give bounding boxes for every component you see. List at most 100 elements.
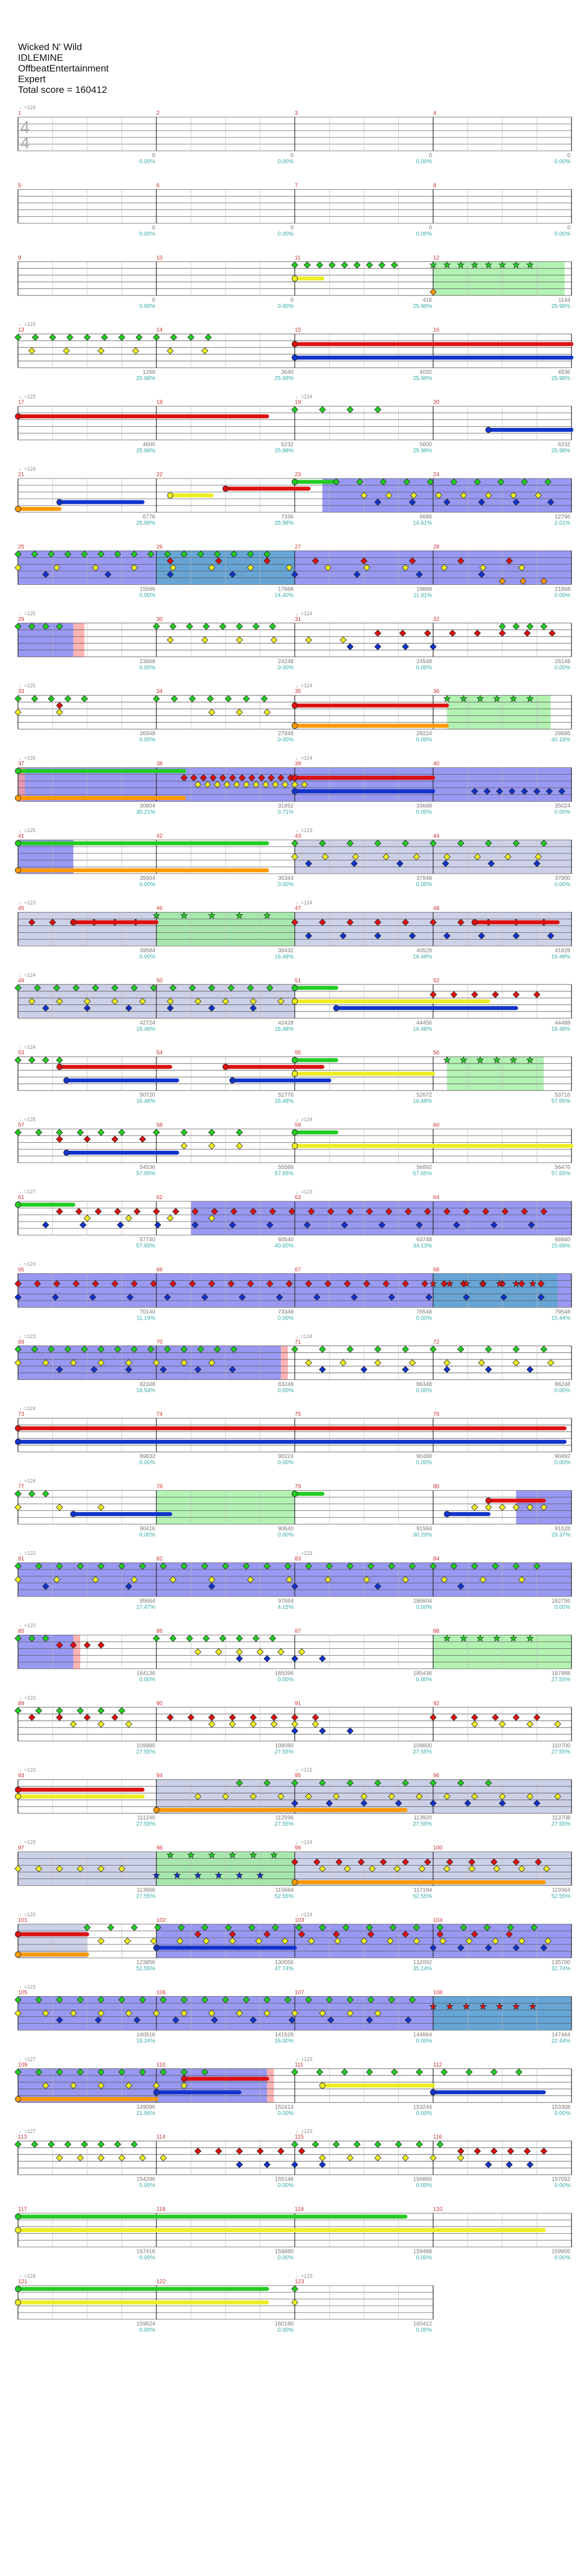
note	[97, 2140, 105, 2148]
measure-percent: 0.00%	[140, 592, 155, 598]
note	[104, 571, 112, 578]
note	[526, 623, 534, 630]
note	[374, 629, 381, 637]
measure-score: 97664	[278, 1598, 294, 1604]
note	[111, 1135, 119, 1143]
measure-number: 90	[156, 1701, 163, 1707]
note-head	[70, 1511, 76, 1518]
note	[298, 2147, 305, 2155]
measure-score: 56892	[416, 1165, 432, 1171]
measure-number: 58	[156, 1122, 163, 1129]
measure-score: 0	[567, 225, 570, 231]
note	[291, 1858, 299, 1866]
note	[219, 774, 227, 781]
note	[125, 1359, 133, 1367]
note	[160, 1562, 167, 1570]
measure-number: 88	[433, 1628, 440, 1634]
note	[91, 1366, 98, 1374]
note	[215, 2147, 222, 2155]
note	[201, 1924, 209, 1931]
note	[534, 491, 542, 499]
note	[160, 2068, 167, 2076]
measure-percent: 0.00%	[140, 2327, 155, 2333]
note	[164, 551, 171, 558]
measure-number: 100	[433, 1845, 443, 1852]
tempo-marker: ♩=124	[296, 683, 312, 688]
note	[114, 551, 122, 558]
note	[32, 333, 39, 341]
note-head	[222, 1063, 229, 1070]
measure-number: 8	[433, 182, 436, 189]
note	[164, 1294, 171, 1301]
measure-percent: 0.00%	[278, 737, 294, 743]
note	[506, 557, 513, 565]
measure-percent: 0.00%	[416, 2327, 432, 2333]
note	[471, 1714, 479, 1721]
star-note	[460, 1634, 467, 1642]
note	[540, 623, 548, 630]
staff-row	[15, 1924, 572, 1958]
measure-percent: 25.98%	[413, 448, 432, 454]
note	[166, 998, 174, 1005]
measure-percent: 0.00%	[278, 2255, 294, 2261]
star-note	[512, 2002, 520, 2010]
measure-score: 90416	[140, 1526, 155, 1532]
note	[224, 1924, 232, 1931]
note	[35, 1562, 43, 1570]
measure-number: 14	[156, 327, 163, 333]
note	[201, 636, 209, 644]
note	[512, 1562, 520, 1570]
note	[402, 1779, 410, 1787]
note	[374, 1359, 381, 1367]
measure-score: 147464	[552, 2032, 571, 2038]
measure-percent: 0.00%	[416, 882, 432, 888]
note	[450, 991, 458, 999]
tempo-marker: ♩=123	[19, 1695, 35, 1701]
note	[229, 1714, 236, 1721]
note	[443, 932, 451, 940]
note	[64, 1345, 71, 1353]
note	[187, 333, 195, 341]
measure-score: 159624	[137, 2321, 156, 2327]
measure-percent: 16.00%	[274, 2038, 294, 2044]
note	[363, 1576, 371, 1584]
note	[474, 2147, 481, 2155]
note	[263, 2161, 271, 2168]
note	[215, 557, 222, 565]
measure-percent: 22.44%	[551, 2038, 570, 2044]
note	[318, 1345, 326, 1353]
note	[64, 2140, 71, 2148]
measure-score: 3640	[281, 369, 294, 375]
note-head	[63, 1150, 70, 1156]
star-note	[152, 911, 160, 919]
measure-percent: 25.98%	[551, 448, 570, 454]
measure-score: 27948	[278, 731, 294, 737]
note	[152, 2010, 160, 2017]
note	[350, 860, 358, 867]
staff-row	[14, 984, 572, 1019]
note	[498, 578, 506, 585]
note	[429, 643, 437, 651]
note-head	[15, 2299, 21, 2306]
tempo-marker: ♩=124	[296, 900, 312, 905]
measure-percent: 0.00%	[140, 303, 155, 310]
note	[485, 1345, 492, 1353]
note	[291, 2010, 299, 2017]
note-head	[15, 506, 21, 512]
note	[492, 1937, 499, 1945]
measure-percent: 27.55%	[274, 1821, 294, 1827]
measure-percent: 27.55%	[551, 1676, 570, 1683]
note	[176, 1937, 184, 1945]
note	[222, 1562, 230, 1570]
note	[130, 984, 138, 992]
star-note	[496, 2002, 503, 2010]
measure-score: 88248	[555, 1381, 570, 1388]
note	[56, 1135, 64, 1143]
note	[284, 1562, 291, 1570]
note	[426, 478, 434, 486]
note	[130, 564, 138, 571]
measure-score: 155148	[275, 2176, 294, 2183]
star-note	[460, 1056, 467, 1063]
note	[440, 1280, 448, 1287]
note	[255, 1937, 263, 1945]
